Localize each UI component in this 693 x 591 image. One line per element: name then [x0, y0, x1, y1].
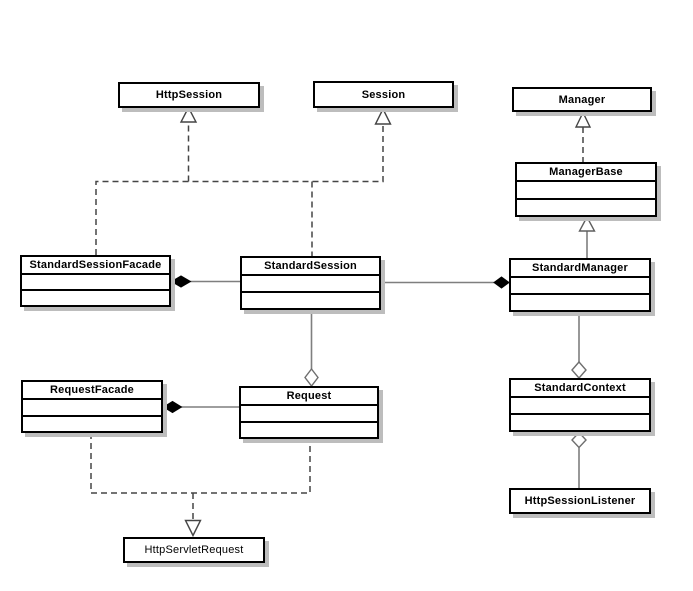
realization-managerbase-manager [574, 110, 592, 162]
operations-compartment [511, 413, 649, 430]
class-name: HttpSession [155, 89, 223, 101]
filled-diamond-icon [162, 400, 183, 414]
attributes-compartment [511, 396, 649, 413]
operations-compartment [242, 291, 379, 308]
composition-facade-standardsession [170, 275, 240, 288]
class-name: StandardManager [532, 262, 628, 274]
class-box-managerbase: ManagerBase [515, 162, 657, 217]
hollow-diamond-icon [304, 367, 319, 388]
class-box-standardcontext: StandardContext [509, 378, 651, 432]
class-name: HttpServletRequest [144, 544, 244, 556]
class-box-httpsessionlistener: HttpSessionListener [509, 488, 651, 514]
hollow-triangle-httpservletrequest-icon [184, 519, 202, 538]
class-box-manager: Manager [512, 87, 652, 112]
class-name: ManagerBase [549, 166, 623, 178]
operations-compartment [241, 420, 377, 437]
filled-diamond-icon [493, 276, 510, 289]
filled-diamond-icon [170, 275, 192, 288]
class-name: StandardSessionFacade [29, 259, 162, 271]
class-name: Manager [558, 93, 606, 106]
attributes-compartment [241, 404, 377, 421]
generalization-standardmanager-managerbase [578, 215, 596, 258]
class-box-httpservletrequest: HttpServletRequest [123, 537, 265, 563]
attributes-compartment [511, 276, 649, 293]
attributes-compartment [23, 398, 161, 415]
class-name: StandardContext [534, 382, 626, 394]
operations-compartment [517, 197, 655, 215]
class-box-standardsessionfacade: StandardSessionFacade [20, 255, 171, 307]
composition-requestfacade-request [162, 400, 239, 414]
hollow-triangle-session-icon [374, 107, 392, 125]
class-name: StandardSession [264, 260, 357, 272]
hollow-triangle-manager-icon [574, 110, 592, 128]
hollow-diamond-icon [571, 360, 587, 380]
class-name: RequestFacade [50, 384, 134, 396]
class-box-standardsession: StandardSession [240, 256, 381, 310]
class-box-request: Request [239, 386, 379, 439]
class-box-session: Session [313, 81, 454, 108]
hollow-triangle-httpsession-icon [179, 105, 198, 123]
attributes-compartment [242, 274, 379, 291]
realization-network-httpservletrequest [90, 433, 311, 520]
attributes-compartment [22, 273, 169, 289]
class-name: Request [286, 390, 332, 402]
operations-compartment [511, 293, 649, 310]
operations-compartment [23, 414, 161, 431]
class-name: Session [361, 88, 406, 101]
aggregation-request-standardsession [304, 310, 319, 388]
aggregation-standardcontext-standardmanager [571, 312, 587, 380]
class-box-httpsession: HttpSession [118, 82, 260, 108]
aggregation-standardcontext-httpsessionlistener [571, 431, 587, 488]
realization-network-session [95, 122, 384, 256]
composition-standardmanager-standardsession [381, 276, 510, 289]
hollow-diamond-icon [571, 431, 587, 449]
class-box-standardmanager: StandardManager [509, 258, 651, 312]
class-name: HttpSessionListener [524, 495, 636, 507]
class-box-requestfacade: RequestFacade [21, 380, 163, 433]
attributes-compartment [517, 180, 655, 198]
hollow-triangle-managerbase-icon [578, 215, 596, 232]
operations-compartment [22, 289, 169, 305]
